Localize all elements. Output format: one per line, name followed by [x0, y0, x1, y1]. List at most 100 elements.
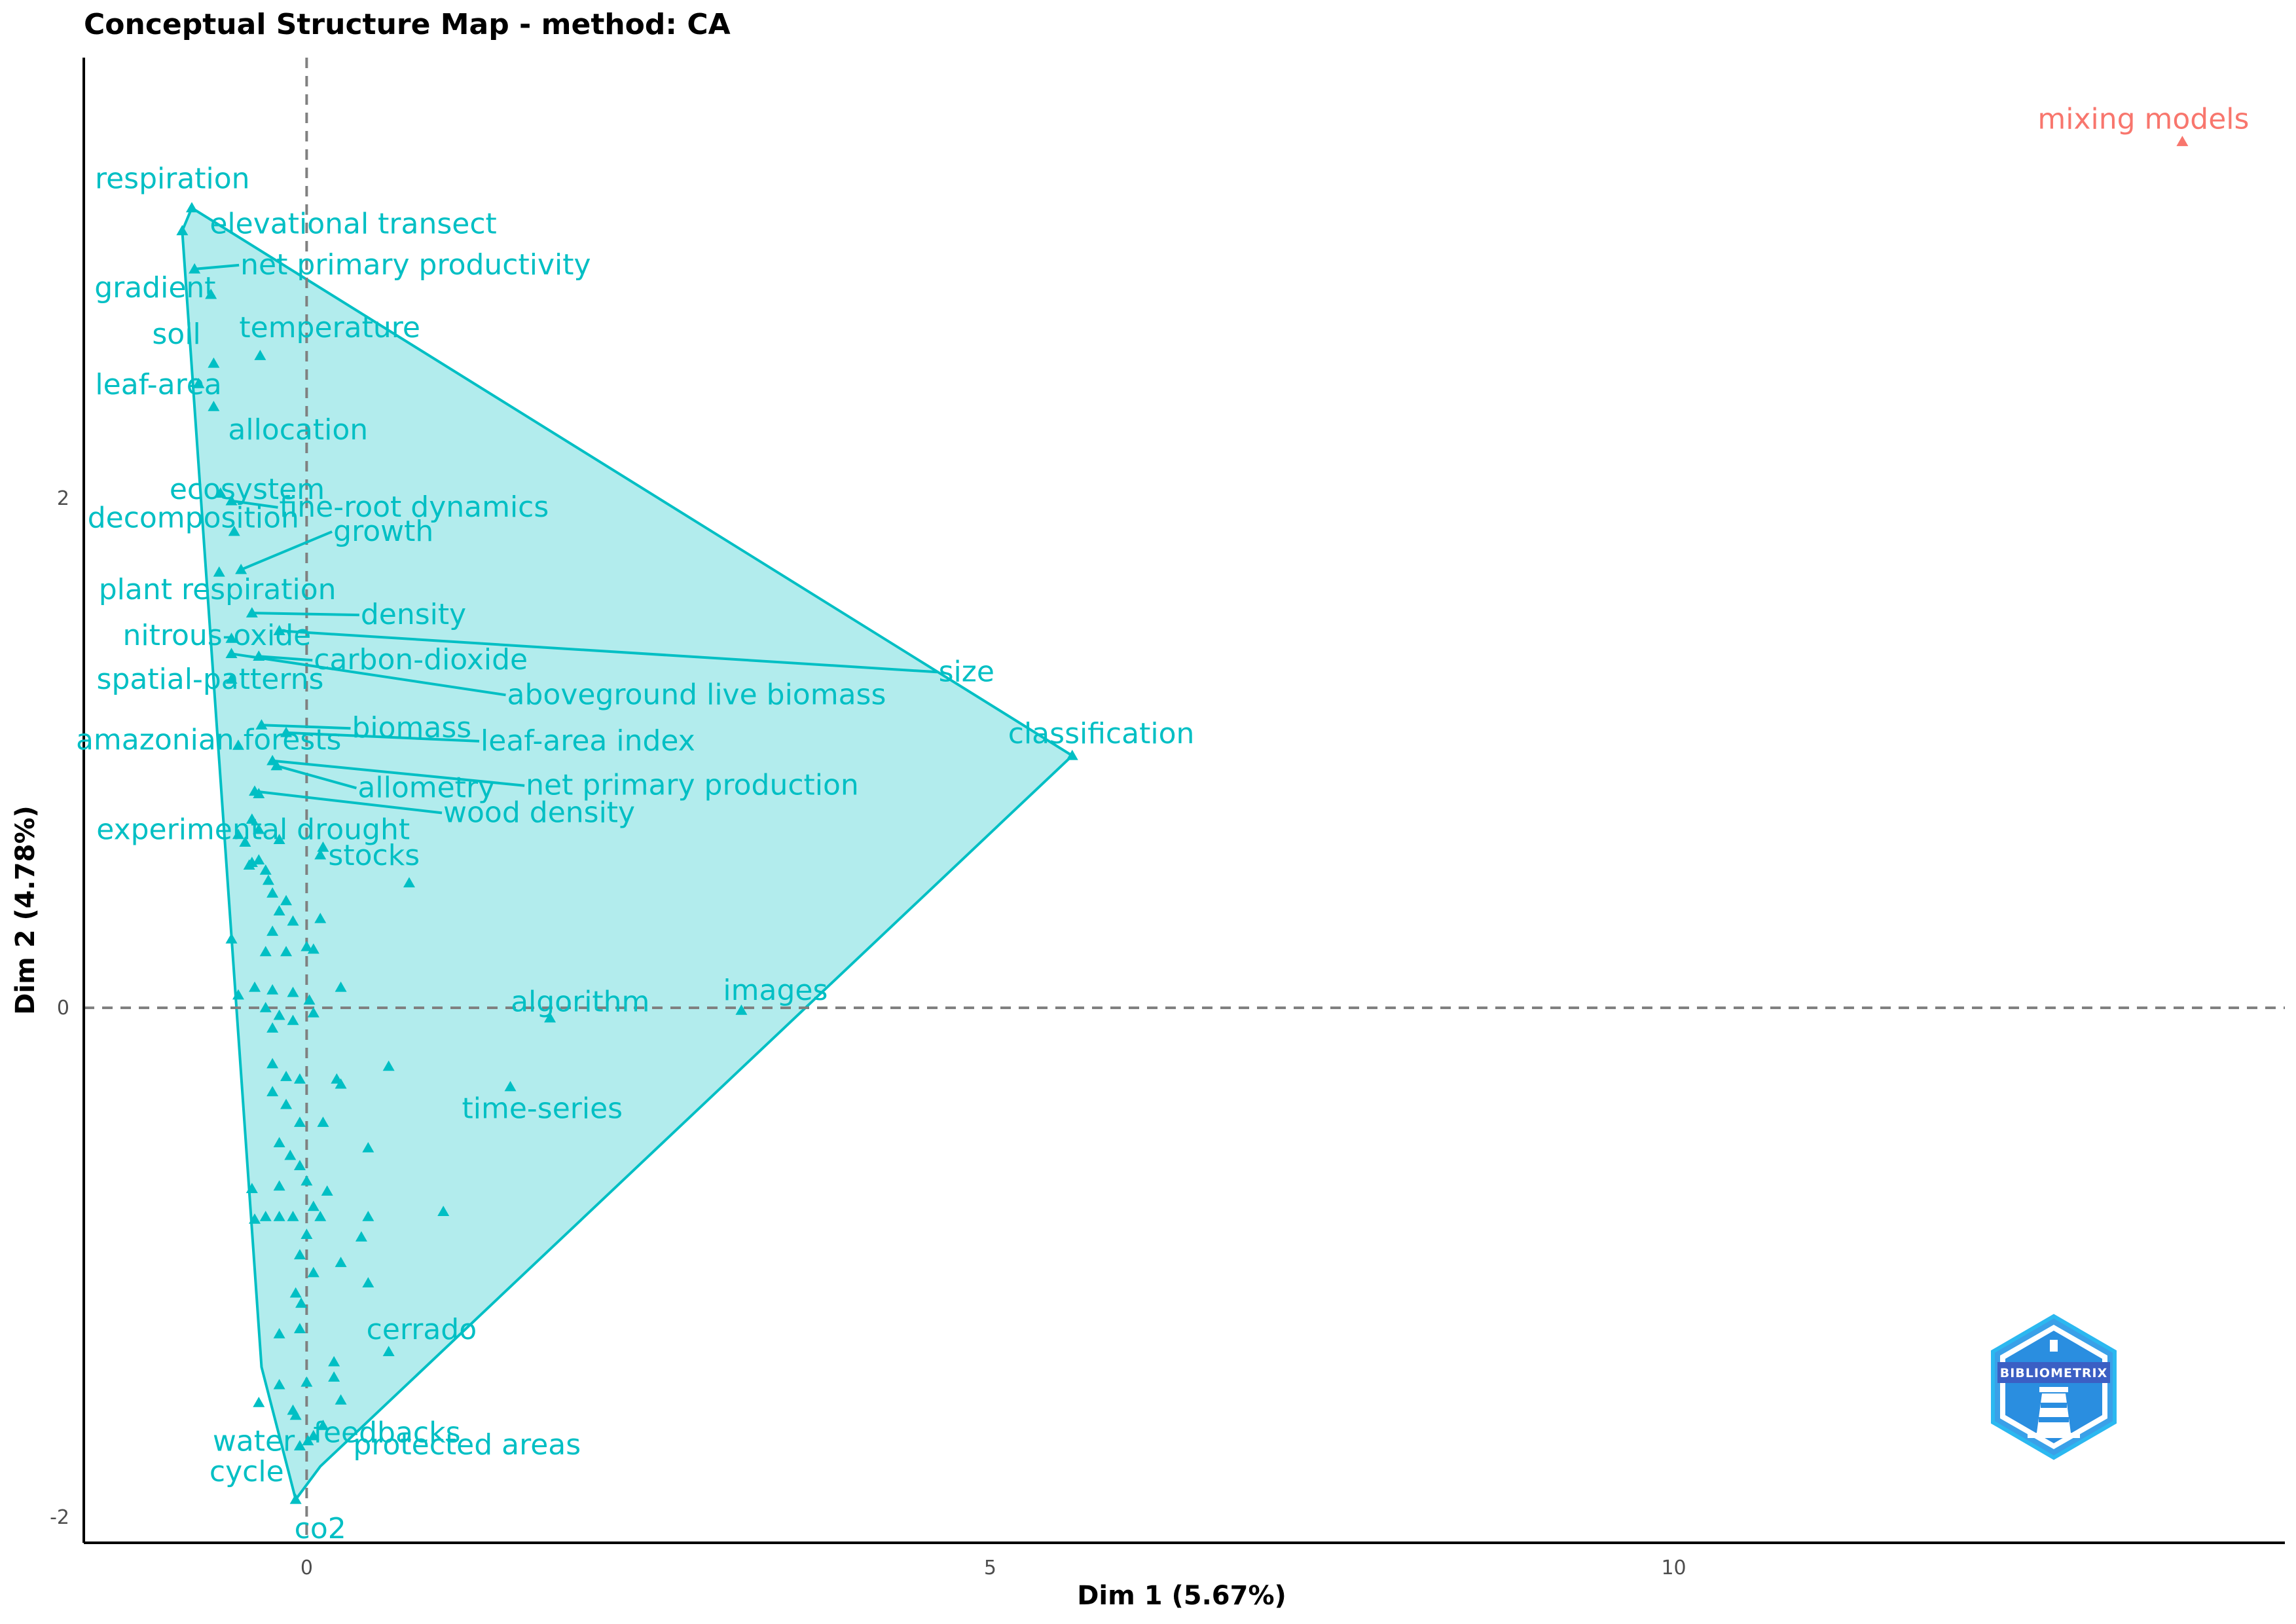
data-point	[317, 1420, 329, 1430]
data-point	[321, 1185, 333, 1196]
data-point	[266, 1022, 279, 1033]
point-label: experimental drought	[96, 813, 410, 846]
data-point	[317, 1116, 329, 1127]
data-point	[249, 981, 261, 992]
point-label: net primary production	[526, 769, 859, 802]
y-tick-label: -2	[50, 1506, 69, 1529]
label-connector	[285, 731, 480, 743]
data-point	[273, 1328, 285, 1338]
y-tick-label: 2	[57, 487, 69, 510]
label-connector	[272, 759, 525, 787]
data-point	[335, 981, 347, 992]
data-point	[239, 836, 251, 847]
data-point	[266, 754, 279, 766]
label-connector	[254, 790, 443, 815]
label-connector	[231, 499, 278, 509]
y-tick-label: 0	[57, 997, 69, 1020]
data-point	[249, 785, 261, 796]
point-label: co2	[295, 1512, 346, 1545]
data-point	[273, 625, 285, 636]
point-label: decomposition	[88, 502, 299, 535]
data-point	[302, 1435, 314, 1446]
data-point	[362, 1277, 374, 1287]
data-point	[266, 1058, 279, 1069]
data-point	[307, 1006, 319, 1018]
point-label: water	[213, 1425, 295, 1458]
cluster-hull-1	[181, 206, 1075, 1503]
data-point	[259, 946, 272, 957]
data-point	[295, 1297, 308, 1308]
data-point	[273, 1211, 285, 1221]
data-point	[249, 1213, 261, 1224]
data-point	[403, 877, 415, 888]
data-point	[293, 1440, 306, 1450]
data-point	[253, 854, 265, 865]
point-label: growth	[333, 515, 433, 548]
label-connector	[251, 612, 359, 617]
point-label: biomass	[352, 711, 471, 745]
data-point	[307, 1200, 319, 1211]
point-label: carbon-dioxide	[314, 643, 528, 676]
point-label: classification	[1008, 717, 1195, 750]
data-points	[176, 136, 2189, 1504]
cluster-hulls	[181, 206, 1075, 1503]
data-point	[544, 1012, 556, 1023]
data-point	[213, 566, 225, 577]
data-point	[328, 1371, 340, 1382]
logo-text: BIBLIOMETRIX	[2000, 1366, 2108, 1380]
point-label: plant respiration	[99, 573, 337, 606]
point-label: wood density	[443, 796, 635, 829]
point-label: cerrado	[367, 1313, 477, 1346]
point-label: protected areas	[353, 1428, 581, 1462]
data-point	[328, 1356, 340, 1367]
data-point	[314, 912, 327, 923]
data-point	[355, 1231, 367, 1242]
data-point	[307, 1430, 319, 1441]
data-point	[259, 864, 272, 875]
data-point	[289, 1409, 302, 1420]
data-point	[289, 1493, 302, 1504]
data-point	[293, 1249, 306, 1260]
point-label: size	[939, 655, 994, 688]
point-label: temperature	[239, 311, 420, 344]
point-label: leaf-area index	[481, 724, 695, 758]
point-label: fine-root dynamics	[280, 490, 549, 524]
y-axis-ticks: -2 0 2	[50, 487, 69, 1529]
data-point	[205, 288, 217, 299]
data-point	[214, 487, 227, 498]
data-point	[314, 1211, 327, 1221]
data-point	[504, 1080, 517, 1092]
data-point	[225, 632, 238, 643]
data-point	[293, 1323, 306, 1333]
data-point	[1066, 749, 1078, 760]
label-connector	[276, 764, 357, 790]
x-tick-label: 0	[301, 1557, 313, 1579]
data-point	[317, 841, 329, 852]
data-point	[255, 719, 268, 729]
point-label: gradient	[94, 271, 215, 304]
label-connector	[240, 530, 333, 571]
bibliometrix-logo: BIBLIOMETRIX	[1991, 1314, 2117, 1460]
label-connector	[261, 724, 351, 730]
data-point	[335, 1078, 347, 1089]
data-point	[254, 350, 266, 360]
point-label: soil	[152, 318, 200, 351]
point-label: net primary productivity	[240, 248, 591, 282]
data-point	[266, 1086, 279, 1097]
data-point	[301, 1376, 313, 1387]
point-label: spatial-patterns	[97, 663, 324, 696]
label-connector-lines	[194, 263, 938, 815]
data-point	[266, 925, 279, 936]
data-point	[225, 494, 238, 506]
point-label: allometry	[357, 771, 495, 804]
data-point	[232, 989, 244, 1000]
chart-title: Conceptual Structure Map - method: CA	[84, 8, 731, 41]
point-label: density	[361, 598, 466, 631]
data-point	[314, 849, 327, 860]
data-point	[437, 1206, 450, 1217]
data-point	[301, 1228, 313, 1240]
data-point	[273, 1009, 285, 1020]
data-point	[273, 1137, 285, 1147]
